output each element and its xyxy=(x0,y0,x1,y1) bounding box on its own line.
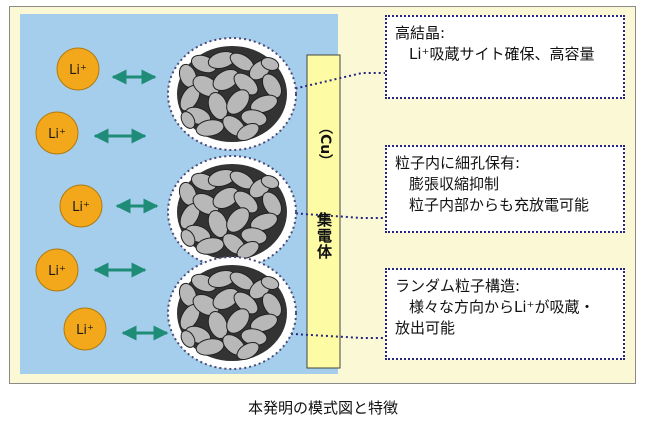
grain xyxy=(250,212,278,232)
ion-circle xyxy=(59,184,103,228)
callout-pores-line-2: 粒子内部からも充放電可能 xyxy=(409,196,590,214)
callout-random-title: ランダム粒子構造: xyxy=(395,277,521,295)
grain xyxy=(226,207,250,233)
li-ion-2: Li⁺ xyxy=(35,111,79,155)
collector-material-label: （Cu） xyxy=(317,120,333,169)
callout-random-structure: ランダム粒子構造: 様々な方向からLi⁺が吸蔵・ 放出可能 xyxy=(385,268,625,360)
grain xyxy=(262,292,282,318)
ions-group: Li⁺ Li⁺ Li⁺ Li⁺ Li⁺ xyxy=(35,47,107,351)
current-collector xyxy=(306,54,341,369)
callout-pores-title: 粒子内に細孔保有: xyxy=(395,154,521,172)
particle-3 xyxy=(167,256,297,370)
ion-label: Li⁺ xyxy=(69,63,87,78)
grain xyxy=(260,175,280,189)
leader-line-3 xyxy=(275,332,385,339)
li-ion-3: Li⁺ xyxy=(59,184,103,228)
particle-1 xyxy=(167,37,297,151)
callout-random-line-2: 放出可能 xyxy=(395,319,456,337)
ion-circle xyxy=(63,307,107,351)
grain xyxy=(226,308,250,334)
callout-pores-line-1: 膨張収縮抑制 xyxy=(409,175,500,193)
figure-caption: 本発明の模式図と特徴 xyxy=(247,399,398,417)
callout-random-line-1: 様々な方向からLi⁺が吸蔵・ xyxy=(409,298,595,316)
grain xyxy=(180,330,196,348)
grain xyxy=(260,276,280,290)
grain xyxy=(236,240,260,260)
grain xyxy=(262,73,282,99)
particles-group xyxy=(167,37,297,370)
li-ion-5: Li⁺ xyxy=(63,307,107,351)
grain xyxy=(250,313,278,333)
leader-lines xyxy=(275,72,385,339)
grain xyxy=(180,111,196,129)
leader-line-2 xyxy=(275,211,385,219)
ion-circle xyxy=(35,111,79,155)
callout-crystallinity-line-1: Li⁺吸蔵サイト確保、高容量 xyxy=(409,45,595,63)
ion-label: Li⁺ xyxy=(48,264,66,279)
ion-label: Li⁺ xyxy=(72,200,90,215)
grain xyxy=(260,57,280,71)
ion-label: Li⁺ xyxy=(76,323,94,338)
particle-2 xyxy=(167,155,297,269)
grain xyxy=(250,94,278,114)
grain xyxy=(262,191,282,217)
grain xyxy=(236,122,260,142)
callout-crystallinity-title: 高結晶: xyxy=(395,24,446,42)
callout-pores: 粒子内に細孔保有: 膨張収縮抑制 粒子内部からも充放電可能 xyxy=(385,145,625,233)
grain xyxy=(226,89,250,115)
li-ion-4: Li⁺ xyxy=(35,248,79,292)
ion-circle xyxy=(56,47,100,91)
arrows-group xyxy=(93,69,169,341)
collector-label: 集電体 xyxy=(315,212,333,260)
ion-circle xyxy=(35,248,79,292)
li-ion-1: Li⁺ xyxy=(56,47,100,91)
grain xyxy=(236,341,260,361)
grain xyxy=(180,229,196,247)
ion-label: Li⁺ xyxy=(48,127,66,142)
callout-crystallinity: 高結晶: Li⁺吸蔵サイト確保、高容量 xyxy=(385,15,625,99)
